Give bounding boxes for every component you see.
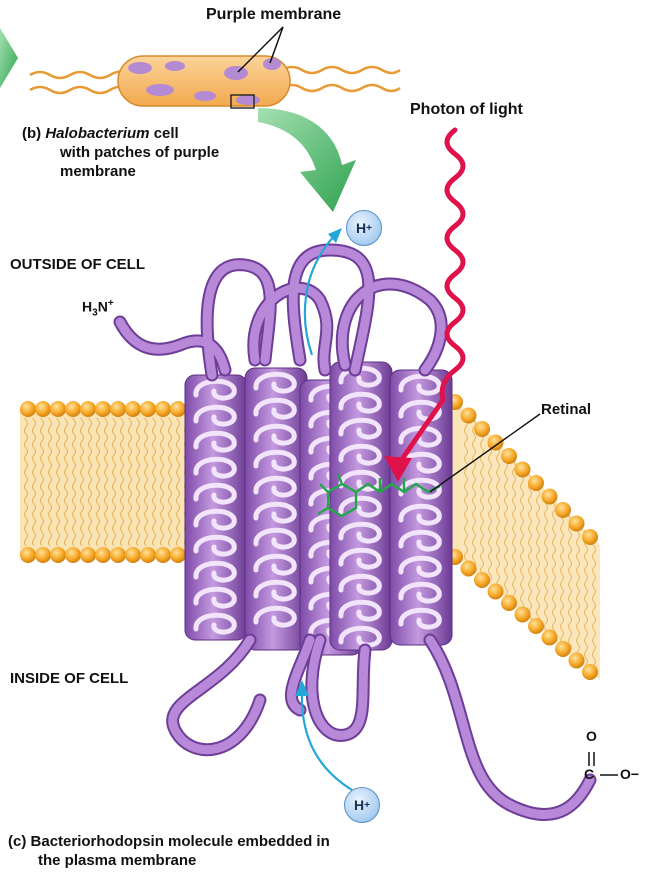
- lipid-head: [515, 607, 531, 623]
- protein-helices: [185, 362, 452, 655]
- lipid-head: [140, 401, 156, 417]
- lipid-head: [155, 401, 171, 417]
- lipid-head: [542, 630, 558, 646]
- proton-top-badge: H+: [346, 210, 382, 246]
- zoom-arrow-green: [258, 108, 356, 212]
- caption-b-line3: membrane: [22, 163, 136, 180]
- lipid-head: [515, 462, 531, 478]
- lipid-head: [155, 547, 171, 563]
- lipid-head: [461, 408, 477, 424]
- lipid-head: [170, 547, 186, 563]
- lipid-head: [569, 516, 585, 532]
- lipid-head: [125, 547, 141, 563]
- caption-b-line2: with patches of purple: [22, 144, 219, 161]
- caption-b-part: (b): [22, 125, 41, 142]
- amino-terminus-label: H3N+: [82, 298, 114, 318]
- caption-c-part: (c): [8, 833, 26, 850]
- lipid-head: [50, 401, 66, 417]
- photon-label: Photon of light: [410, 101, 523, 119]
- outside-cell-label: OUTSIDE OF CELL: [10, 256, 145, 273]
- lipid-head: [35, 401, 51, 417]
- purple-membrane-label: Purple membrane: [206, 6, 341, 24]
- lipid-head: [110, 547, 126, 563]
- halobacterium-cell: [118, 56, 290, 108]
- lipid-head: [80, 401, 96, 417]
- lipid-head: [110, 401, 126, 417]
- lipid-head: [95, 547, 111, 563]
- lipid-head: [582, 664, 598, 680]
- lipid-head: [474, 421, 490, 437]
- lipid-head: [474, 572, 490, 588]
- lipid-head: [65, 547, 81, 563]
- lipid-head: [35, 547, 51, 563]
- lipid-head: [528, 618, 544, 634]
- carboxyl-c: C: [584, 766, 594, 782]
- retinal-label: Retinal: [541, 401, 591, 418]
- lipid-head: [461, 561, 477, 577]
- lipid-head: [488, 584, 504, 600]
- lipid-head: [501, 595, 517, 611]
- lipid-head: [569, 653, 585, 669]
- caption-b-italic: Halobacterium: [45, 125, 149, 142]
- lipid-head: [80, 547, 96, 563]
- caption-b: (b) Halobacterium cell with patches of p…: [22, 124, 219, 181]
- lipid-head: [20, 547, 36, 563]
- lipid-head: [50, 547, 66, 563]
- proton-bottom-badge: H+: [344, 787, 380, 823]
- caption-c-line1: Bacteriorhodopsin molecule embedded in: [31, 833, 330, 850]
- carboxyl-o-minus: O−: [620, 766, 639, 782]
- lipid-head: [20, 401, 36, 417]
- lipid-head: [125, 401, 141, 417]
- lipid-head: [582, 529, 598, 545]
- carboxyl-o-top: O: [586, 728, 597, 744]
- lipid-head: [65, 401, 81, 417]
- lipid-head: [488, 435, 504, 451]
- inside-cell-label: INSIDE OF CELL: [10, 670, 128, 687]
- lipid-head: [501, 448, 517, 464]
- lipid-head: [555, 502, 571, 518]
- lipid-head: [95, 401, 111, 417]
- lipid-head: [170, 401, 186, 417]
- caption-c: (c) Bacteriorhodopsin molecule embedded …: [8, 832, 330, 870]
- arrow-left-partial: [0, 28, 18, 88]
- lipid-head: [555, 641, 571, 657]
- lipid-head: [528, 475, 544, 491]
- lipid-head: [140, 547, 156, 563]
- caption-c-line2: the plasma membrane: [8, 852, 196, 869]
- caption-b-line1: cell: [150, 125, 179, 142]
- lipid-head: [542, 489, 558, 505]
